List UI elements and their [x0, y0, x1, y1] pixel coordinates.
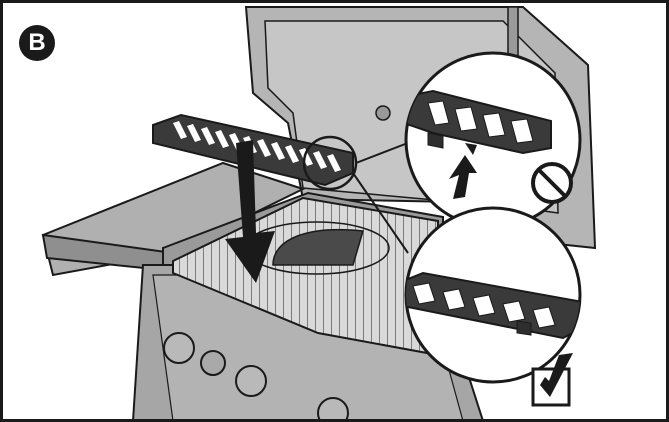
correct-orientation-detail — [404, 206, 582, 384]
up-arrow-icon — [449, 155, 477, 199]
grill-illustration — [41, 6, 597, 419]
prohibited-icon — [531, 162, 573, 204]
callout-line — [352, 172, 409, 254]
thermometer-icon — [375, 105, 391, 121]
control-knob — [235, 365, 267, 397]
step-badge: B — [19, 25, 55, 61]
control-knob — [317, 397, 349, 419]
control-knob — [163, 332, 195, 364]
install-arrow-icon — [225, 140, 275, 283]
grill-body — [132, 191, 484, 419]
control-knob — [200, 350, 226, 376]
checkmark-icon — [531, 353, 573, 407]
callout-line — [355, 140, 414, 164]
